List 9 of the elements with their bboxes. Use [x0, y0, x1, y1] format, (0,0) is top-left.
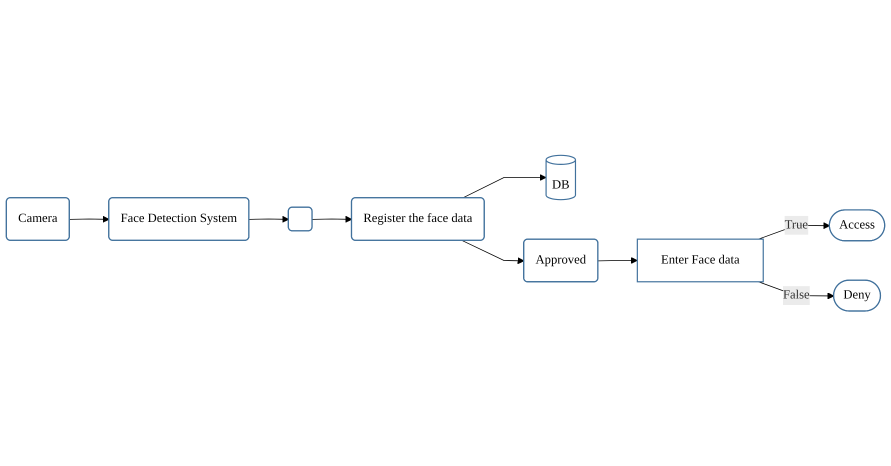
edge-label: True [784, 218, 808, 232]
arrow [462, 240, 524, 264]
arrow [248, 216, 290, 223]
node-box: Enter Face data [636, 238, 764, 282]
edge-label: False [782, 288, 810, 302]
arrow [598, 256, 638, 264]
arrow [69, 216, 110, 223]
arrow [462, 174, 546, 198]
arrow [312, 216, 352, 223]
